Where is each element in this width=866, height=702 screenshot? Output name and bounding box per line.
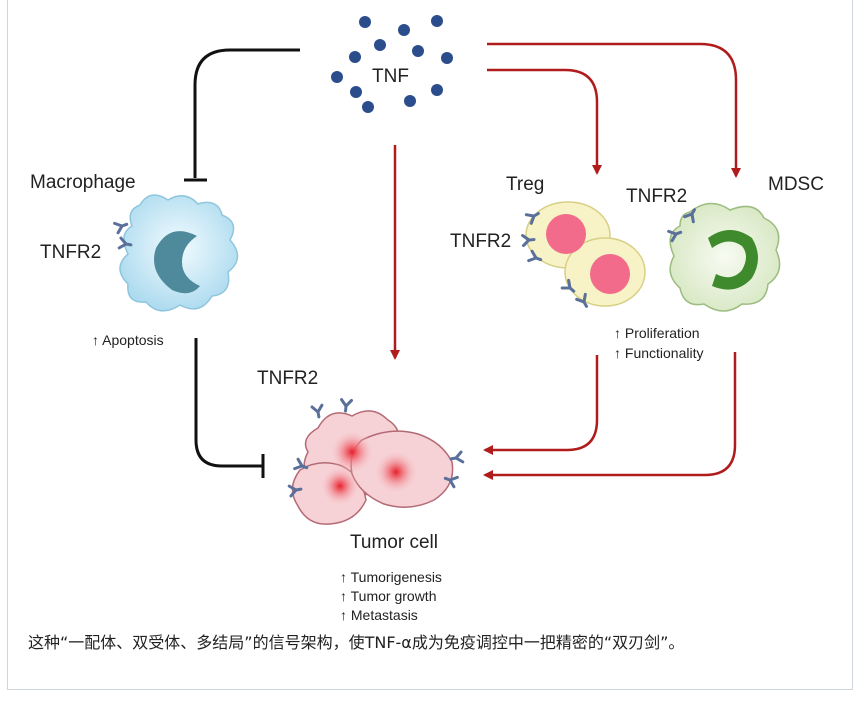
- tumor-effect-1: ↑ Tumorigenesis: [340, 569, 442, 585]
- frame-bottom-border: [7, 689, 853, 690]
- mdsc-tumor-arrow: [483, 352, 737, 480]
- macrophage-receptor-label: TNFR2: [40, 242, 101, 263]
- tnf-molecules: [331, 15, 453, 113]
- tnf-treg-arrow: [487, 68, 602, 175]
- treg-tumor-arrow: [483, 355, 599, 455]
- mdsc-cell: [667, 202, 781, 312]
- macrophage-label: Macrophage: [30, 172, 136, 193]
- treg-mdsc-effect-2: ↑ Functionality: [614, 345, 703, 361]
- tumor-effect-3: ↑ Metastasis: [340, 607, 418, 623]
- macrophage-cell: [113, 194, 239, 312]
- frame-right-border: [852, 0, 853, 690]
- tumor-cells: [287, 398, 465, 525]
- tnf-signaling-diagram: TNF Macrophage TNFR2 ↑ Apoptosis Treg TN…: [30, 15, 824, 623]
- frame-left-border: [7, 0, 8, 690]
- article-caption: 这种“一配体、双受体、多结局”的信号架构，使TNF-α成为免疫调控中一把精密的“…: [28, 633, 685, 652]
- macrophage-tumor-inhibition-line: [194, 338, 262, 468]
- tumor-effect-2: ↑ Tumor growth: [340, 588, 436, 604]
- mdsc-label: MDSC: [768, 174, 824, 195]
- tumor-label: Tumor cell: [350, 532, 438, 553]
- mdsc-receptor-label: TNFR2: [626, 186, 687, 207]
- macrophage-effect: ↑ Apoptosis: [92, 332, 164, 348]
- treg-receptor-label: TNFR2: [450, 231, 511, 252]
- tnf-macrophage-inhibition-line: [193, 48, 300, 178]
- tnf-label: TNF: [372, 66, 409, 87]
- treg-mdsc-effect-1: ↑ Proliferation: [614, 325, 700, 341]
- treg-label: Treg: [506, 174, 544, 195]
- tumor-receptor-label: TNFR2: [257, 368, 318, 389]
- tnf-mdsc-arrow: [487, 42, 741, 178]
- treg-cells: [521, 201, 646, 311]
